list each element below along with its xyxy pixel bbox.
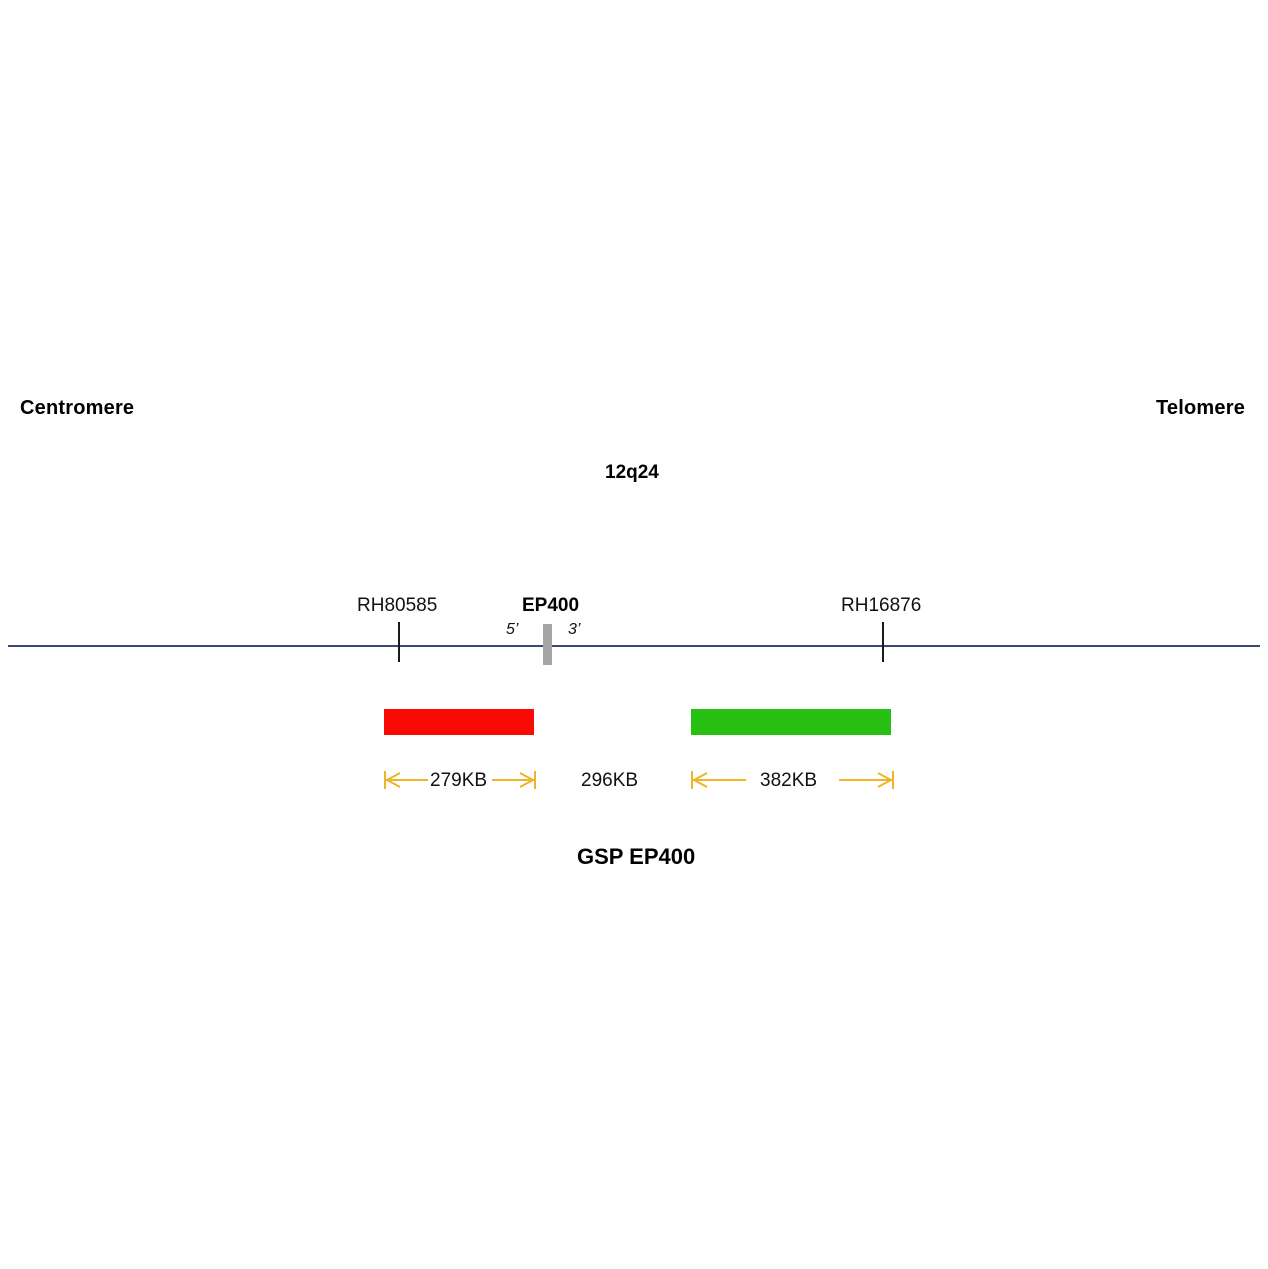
dimension-label-296kb: 296KB: [581, 770, 639, 791]
dimension-line-279kb: [384, 767, 536, 793]
marker-tick-rh16876: [882, 622, 884, 662]
dimension-label-279kb: 279KB: [430, 770, 488, 791]
cytoband-label: 12q24: [605, 462, 659, 483]
figure-title: GSP EP400: [577, 844, 696, 869]
gene-body-block: [543, 624, 552, 665]
marker-tick-rh80585: [398, 622, 400, 662]
dimension-label-382kb: 382KB: [760, 770, 818, 791]
probe-bar-proximal-red: [384, 709, 534, 735]
gene-label-ep400: EP400: [522, 595, 580, 616]
chromosome-axis-line: [8, 645, 1260, 647]
three-prime-label: 3’: [568, 621, 581, 638]
five-prime-label: 5’: [506, 621, 519, 638]
dimension-line-382kb: [691, 767, 894, 793]
telomere-label: Telomere: [1156, 397, 1246, 419]
centromere-label: Centromere: [20, 397, 135, 419]
marker-label-rh80585: RH80585: [357, 595, 438, 616]
marker-label-rh16876: RH16876: [841, 595, 922, 616]
probe-bar-distal-green: [691, 709, 891, 735]
